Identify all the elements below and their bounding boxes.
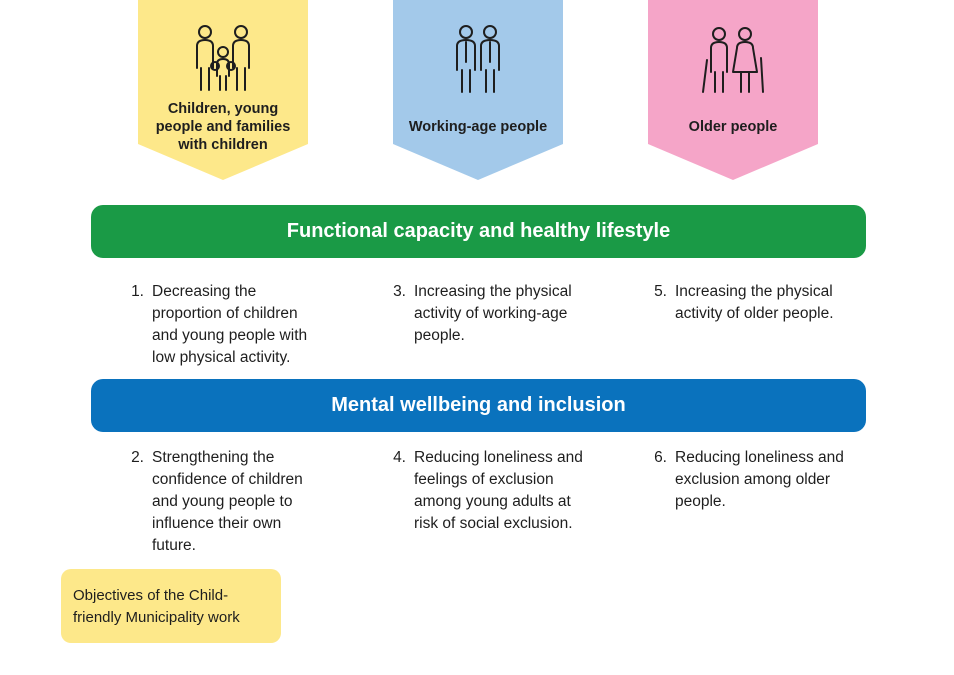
objective-number: 5. [654, 283, 667, 300]
group-label-children: Children, young people and families with… [155, 101, 291, 153]
objective-text: Strengthening the confidence of children… [152, 449, 303, 554]
objective-text: Increasing the physical activity of work… [414, 283, 572, 344]
objective-number: 1. [131, 283, 144, 300]
objective-text: Reducing loneliness and feelings of excl… [414, 449, 583, 532]
group-card-children: Children, young people and families with… [138, 0, 308, 180]
objective-4: 4. Reducing loneliness and feelings of e… [382, 447, 584, 535]
objective-3: 3. Increasing the physical activity of w… [382, 281, 584, 347]
group-card-older: Older people [648, 0, 818, 180]
theme-bar-mental-wellbeing: Mental wellbeing and inclusion [91, 379, 866, 432]
older-people-icon [702, 27, 764, 93]
objective-text: Reducing loneliness and exclusion among … [675, 449, 844, 510]
objective-2: 2. Strengthening the confidence of child… [120, 447, 322, 557]
group-card-working-age: Working-age people [393, 0, 563, 180]
objective-6: 6. Reducing loneliness and exclusion amo… [643, 447, 845, 513]
group-label-older: Older people [688, 119, 778, 135]
objective-number: 4. [393, 449, 406, 466]
objective-number: 3. [393, 283, 406, 300]
theme-bar-functional-capacity: Functional capacity and healthy lifestyl… [91, 205, 866, 258]
legend-child-friendly: Objectives of the Child-friendly Municip… [61, 569, 281, 643]
objective-text: Decreasing the proportion of children an… [152, 283, 308, 366]
objective-5: 5. Increasing the physical activity of o… [643, 281, 845, 325]
group-label-working-age: Working-age people [408, 119, 548, 135]
objective-number: 2. [131, 449, 144, 466]
adults-icon [456, 25, 500, 93]
objective-text: Increasing the physical activity of olde… [675, 283, 834, 322]
objective-number: 6. [654, 449, 667, 466]
objective-1: 1. Decreasing the proportion of children… [120, 281, 322, 369]
family-icon [196, 25, 250, 91]
